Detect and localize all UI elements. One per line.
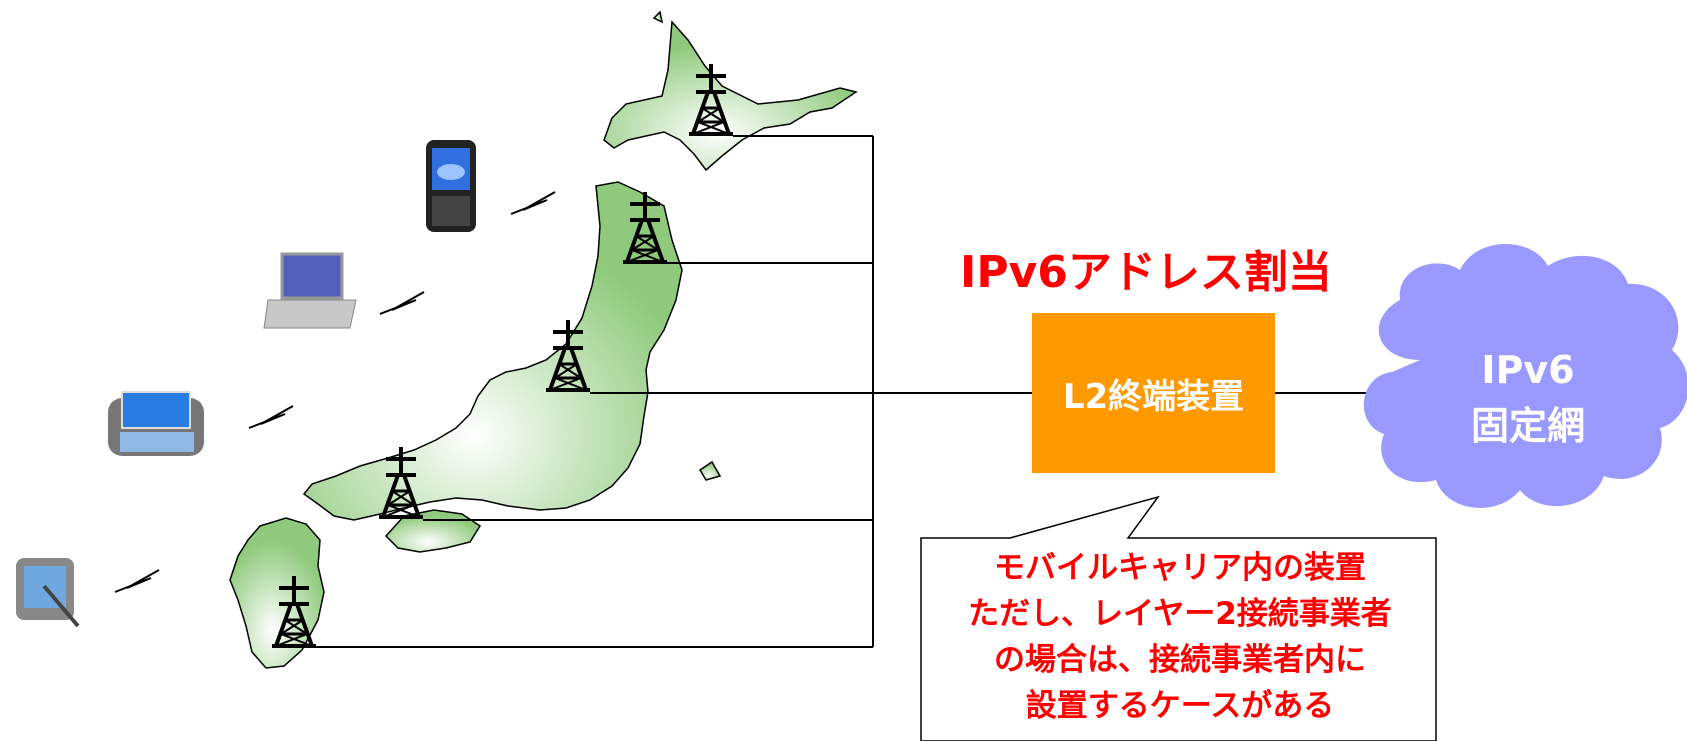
- callout-line-4: 設置するケースがある: [1025, 688, 1335, 724]
- wireless-signal-icon: [248, 405, 294, 429]
- handheld-device-icon: [108, 391, 204, 456]
- cloud-line-2: 固定網: [1470, 404, 1585, 448]
- ipv6-fixed-network-label: IPv6 固定網: [1383, 342, 1673, 454]
- ipv6-cloud: [1363, 244, 1687, 508]
- callout-line-3: の場合は、接続事業者内に: [994, 642, 1366, 678]
- connection-lines: [316, 135, 1375, 648]
- l2-termination-device: L2終端装置: [1032, 313, 1275, 473]
- mobile-phone-icon: [426, 140, 476, 232]
- callout-line-1: モバイルキャリア内の装置: [994, 550, 1366, 586]
- laptop-icon: [263, 252, 357, 329]
- callout-shape: [920, 495, 1437, 741]
- ipv6-address-assignment-title: IPv6アドレス割当: [960, 247, 1332, 298]
- wireless-signal-icon: [510, 191, 556, 215]
- wireless-signal-icon: [114, 569, 160, 593]
- cloud-line-1: IPv6: [1481, 348, 1575, 392]
- callout-line-2: ただし、レイヤー2接続事業者: [968, 596, 1392, 632]
- l2-termination-device-label: L2終端装置: [1062, 376, 1245, 417]
- callout-note: モバイルキャリア内の装置 ただし、レイヤー2接続事業者 の場合は、接続事業者内に…: [920, 545, 1440, 729]
- japan-map: [229, 10, 858, 669]
- tablet-icon: [16, 558, 80, 628]
- wireless-signal-icon: [379, 291, 425, 315]
